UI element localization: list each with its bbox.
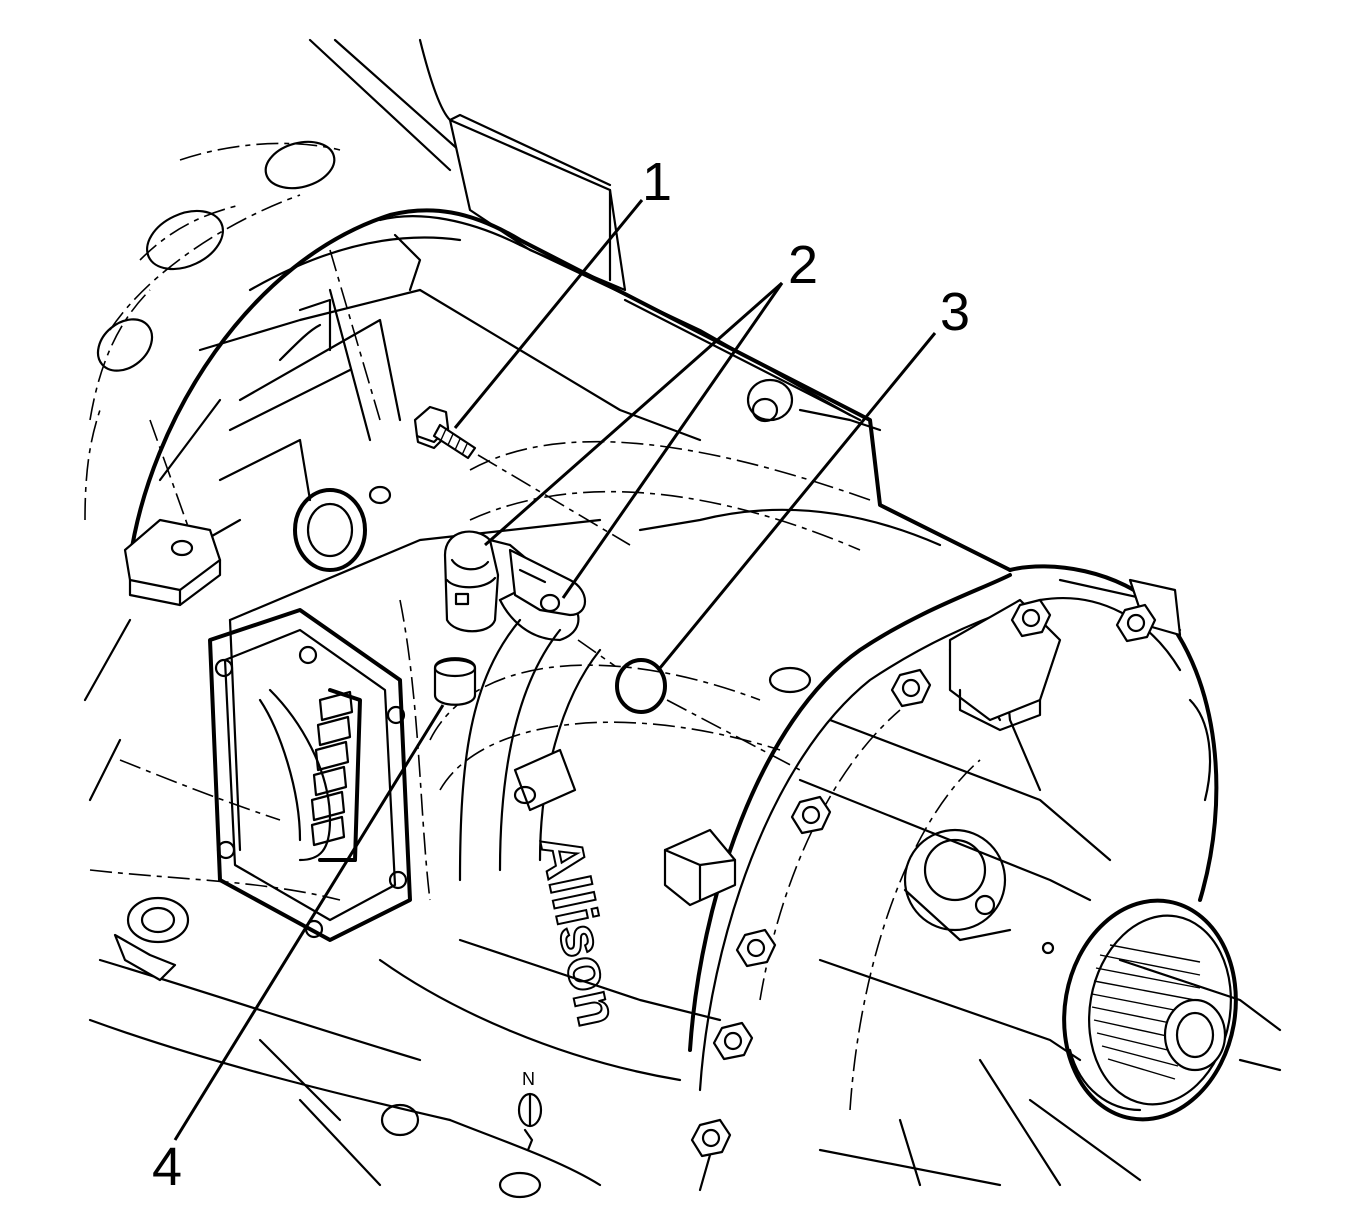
callout-1: 1 xyxy=(642,152,672,212)
leader-line-3 xyxy=(658,332,937,669)
shift-marking-letter: N xyxy=(522,1069,535,1089)
pto-plug xyxy=(433,657,477,706)
bolt-head xyxy=(735,928,777,968)
callout-3: 3 xyxy=(940,282,970,342)
leader-line-2a xyxy=(484,281,783,547)
speed-sensor xyxy=(443,530,586,642)
leader-line-2b xyxy=(561,282,784,599)
bolt-head xyxy=(790,795,832,835)
pto-opening xyxy=(208,608,412,942)
rear-extension xyxy=(688,564,1282,1192)
callout-2: 2 xyxy=(788,235,818,295)
bolt-head xyxy=(690,1118,732,1158)
callouts: 1 2 3 4 xyxy=(152,152,970,1197)
shift-marking: N xyxy=(517,1069,543,1152)
leader-line-4 xyxy=(173,704,445,1141)
bell-housing xyxy=(84,38,627,521)
bolt-head xyxy=(712,1021,754,1061)
case-bosses xyxy=(113,378,812,1199)
leader-lines xyxy=(173,199,937,1141)
bolt-head xyxy=(1115,603,1157,643)
allison-emboss-text: Allison xyxy=(527,829,631,1032)
pto-gear xyxy=(310,690,354,847)
transmission-case xyxy=(83,208,1012,1187)
front-housing-ribs xyxy=(123,233,422,607)
housing-emboss: Allison xyxy=(526,828,632,1033)
o-ring xyxy=(577,639,801,771)
rear-bolts xyxy=(690,598,1157,1158)
sensor-bolt xyxy=(413,405,631,546)
callout-4: 4 xyxy=(152,1137,182,1197)
bolt-head xyxy=(890,668,932,708)
output-shaft xyxy=(1062,898,1238,1122)
leader-line-1 xyxy=(453,199,644,429)
bolt-head xyxy=(1010,598,1052,638)
